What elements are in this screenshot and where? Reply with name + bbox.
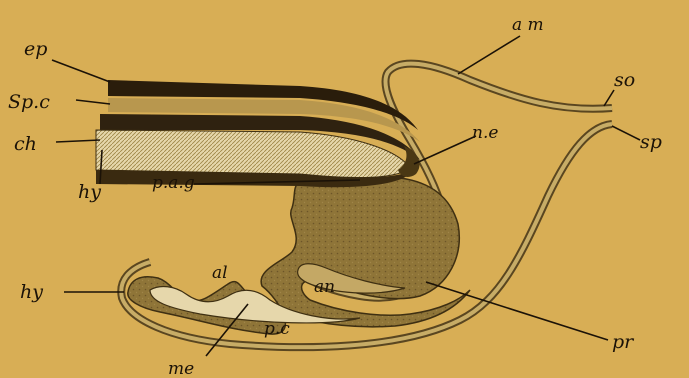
label-hy-left: hy (20, 281, 43, 303)
label-am: a m (512, 15, 544, 35)
label-ep: ep (24, 38, 47, 60)
label-hy-top: hy (78, 181, 101, 203)
label-ch: ch (14, 133, 37, 155)
label-p-c: p.c (264, 319, 290, 339)
label-so: so (614, 69, 635, 91)
label-n-e: n.e (472, 123, 498, 143)
label-al: al (212, 263, 228, 283)
label-pr: pr (612, 331, 635, 353)
label-sp-c: Sp.c (8, 91, 50, 113)
label-sp: sp (640, 131, 662, 153)
label-an: an (314, 277, 335, 297)
embryo-body-mass (128, 177, 470, 334)
label-me: me (168, 359, 194, 378)
label-p-a-g: p.a.g (152, 173, 195, 193)
notochord-layer (96, 130, 410, 177)
